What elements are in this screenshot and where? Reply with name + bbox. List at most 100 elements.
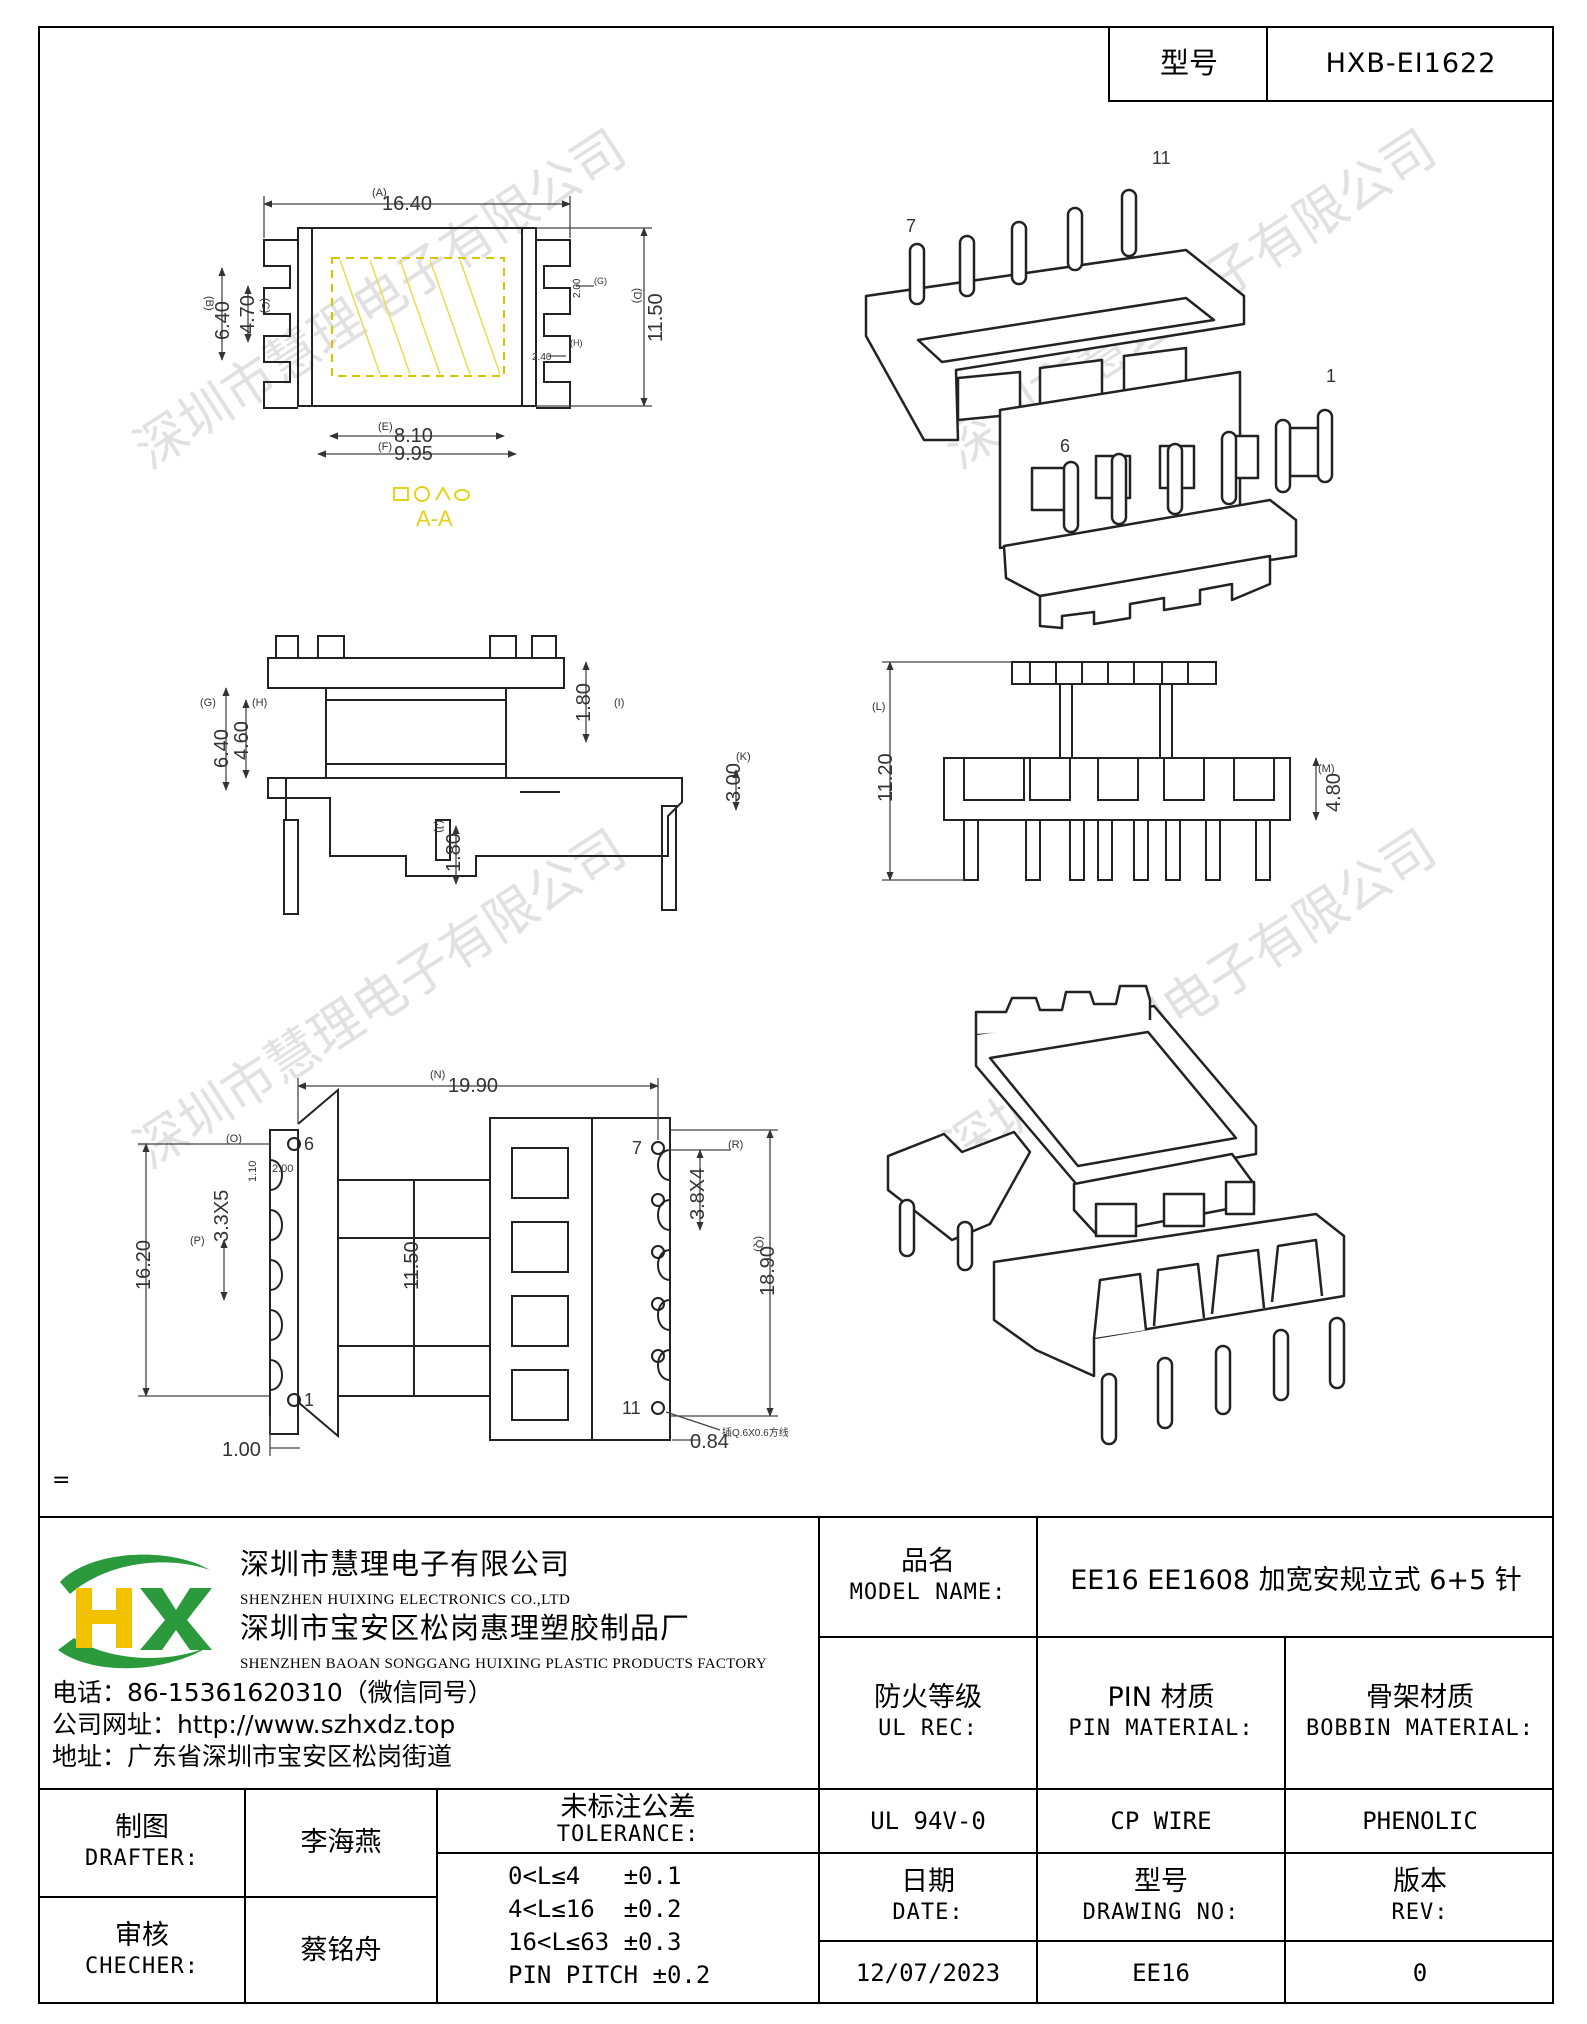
bottom-dim-r: 3.8X4 [687, 1168, 709, 1220]
drafter-en: DRAFTER: [85, 1846, 199, 1871]
bottom-pin-11: 11 [622, 1398, 641, 1418]
section-label: A-A [416, 506, 453, 531]
model-name-en: MODEL NAME: [849, 1580, 1007, 1605]
top-view-dims [218, 196, 652, 458]
bottom-dim-p-letter: (P) [190, 1235, 205, 1247]
rev-en: REV: [1391, 1900, 1449, 1925]
front-view-labels: (L) 11.20 (M) 4.80 [872, 701, 1345, 812]
tolerance-line-2: 4<L≤16 ±0.2 [508, 1895, 682, 1923]
drawing-no-header: 型号 DRAWING NO: [1038, 1854, 1284, 1940]
grid-v-4 [244, 1788, 246, 2004]
bottom-dim-o2: 2.00 [272, 1163, 293, 1175]
company-address: 地址：广东省深圳市宝安区松岗街道 [52, 1742, 453, 1771]
grid-v-1 [818, 1516, 820, 2004]
ul-value-cell: UL 94V-0 [820, 1790, 1036, 1852]
grid-h-4 [818, 1940, 1554, 1942]
dim-c-letter: (C) [259, 298, 271, 313]
bottom-pin-7: 7 [632, 1138, 642, 1158]
model-name-header: 品名 MODEL NAME: [820, 1518, 1036, 1636]
bobbin-value: PHENOLIC [1362, 1807, 1478, 1835]
dim-b-letter: (B) [203, 296, 215, 311]
dim-c: 4.70 [237, 295, 259, 334]
bottom-dim-n: 19.90 [448, 1075, 498, 1097]
bottom-pin-6: 6 [304, 1134, 314, 1154]
bottom-dim-r-letter: (R) [728, 1139, 743, 1151]
front-dim-m-letter: (M) [1318, 763, 1335, 775]
grid-h-3 [436, 1852, 1554, 1854]
dim-f: 9.95 [394, 443, 433, 465]
bottom-pin-1: 1 [304, 1390, 314, 1410]
bottom-view-dims [138, 1078, 778, 1456]
dim-e-letter: (E) [378, 421, 393, 433]
drafter-value: 李海燕 [300, 1827, 382, 1858]
company-name-cn: 深圳市慧理电子有限公司 [240, 1547, 571, 1581]
tolerance-list: 0<L≤4 ±0.1 4<L≤16 ±0.2 16<L≤63 ±0.3 PIN … [508, 1860, 710, 1992]
side-dim-i: 1.80 [573, 683, 595, 722]
date-header: 日期 DATE: [820, 1854, 1036, 1940]
model-name-value: EE16 EE1608 加宽安规立式 6+5 针 [1070, 1564, 1522, 1596]
bobbin-material-header: 骨架材质 BOBBIN MATERIAL: [1286, 1638, 1554, 1788]
top-view-labels: (A) 16.40 (B) 6.40 (C) 4.70 (D) 11.50 (E… [203, 187, 667, 531]
drafter-header: 制图 DRAFTER: [40, 1790, 244, 1896]
section-symbols [393, 486, 470, 502]
ul-rec-header: 防火等级 UL REC: [820, 1638, 1036, 1788]
rev-header: 版本 REV: [1286, 1854, 1554, 1940]
front-dim-l: 11.20 [875, 753, 897, 802]
dim-g-letter: (G) [594, 276, 607, 286]
dim-f-letter: (F) [378, 441, 392, 453]
front-dim-m: 4.80 [1323, 773, 1345, 812]
drafter-cn: 制图 [115, 1812, 169, 1843]
tolerance-line-4: PIN PITCH ±0.2 [508, 1961, 711, 1989]
grid-v-3 [1284, 1636, 1286, 2004]
drawing-no-value: EE16 [1132, 1959, 1190, 1987]
watermark-3: 深圳市慧理电子有限公司 [125, 820, 636, 1180]
tolerance-header: 未标注公差 TOLERANCE: [438, 1790, 818, 1852]
front-view-dims [882, 661, 1320, 881]
grid-v-5 [436, 1788, 438, 2004]
bottom-dim-p: 3.3X5 [211, 1190, 233, 1242]
drafter-value-cell: 李海燕 [246, 1790, 436, 1896]
watermark-group: 深圳市慧理电子有限公司 深圳市慧理电子有限公司 深圳市慧理电子有限公司 深圳市慧… [125, 120, 1446, 1180]
bottom-dim-q: 18.90 [757, 1246, 779, 1296]
dim-e: 8.10 [394, 425, 433, 447]
factory-name-en: SHENZHEN BAOAN SONGGANG HUIXING PLASTIC … [240, 1656, 768, 1672]
factory-name-cn: 深圳市宝安区松岗惠理塑胶制品厂 [240, 1611, 691, 1645]
bottom-note: 插Q.6X0.6方线 [722, 1426, 789, 1439]
drawing-no-value-cell: EE16 [1038, 1942, 1284, 2004]
rev-value-cell: 0 [1286, 1942, 1554, 2004]
pin-label-7: 7 [906, 216, 916, 236]
bottom-dim-t: 16.20 [133, 1240, 155, 1290]
pin-value-cell: CP WIRE [1038, 1790, 1284, 1852]
bottom-dim-n-letter: (N) [430, 1069, 445, 1081]
front-view [943, 661, 1291, 881]
model-name-cn: 品名 [901, 1546, 955, 1577]
checker-value-cell: 蔡铭舟 [246, 1898, 436, 2004]
hx-logo-icon [58, 1554, 212, 1669]
ul-rec-cn: 防火等级 [874, 1682, 982, 1713]
checker-value: 蔡铭舟 [300, 1935, 382, 1966]
iso-view-1-pin-labels: 11 7 1 6 [906, 148, 1336, 456]
checker-en: CHECHER: [85, 1954, 199, 1979]
title-block-top-line [38, 1516, 1554, 1518]
side-dim-h: 4.60 [231, 721, 253, 760]
date-cn: 日期 [901, 1866, 955, 1897]
tolerance-en: TOLERANCE: [556, 1822, 700, 1847]
company-name-en: SHENZHEN HUIXING ELECTRONICS CO.,LTD [240, 1592, 571, 1608]
tolerance-line-3: 16<L≤63 ±0.3 [508, 1928, 682, 1956]
iso-view-1 [864, 248, 1326, 630]
drawing-no-cn: 型号 [1134, 1866, 1188, 1897]
equals-mark: = [52, 1468, 71, 1493]
header-model-value: HXB-EI1622 [1266, 26, 1554, 102]
side-dim-h-letter: (H) [252, 697, 267, 709]
date-value: 12/07/2023 [855, 1959, 1001, 1987]
bottom-dim-s: 11.50 [401, 1241, 423, 1290]
dim-h: 2.40 [532, 352, 552, 363]
bottom-view-labels: (N) 19.90 (O) 1.10 2.00 (P) 3.3X5 16.20 … [133, 1069, 789, 1461]
pin-material-header: PIN 材质 PIN MATERIAL: [1038, 1638, 1284, 1788]
drawing-no-en: DRAWING NO: [1082, 1900, 1240, 1925]
drawing-frame [38, 26, 1554, 2004]
header-model-label: 型号 [1108, 26, 1268, 102]
pin-material-cn: PIN 材质 [1107, 1682, 1215, 1713]
grid-h-5 [38, 1896, 436, 1898]
pin-label-1: 1 [1326, 366, 1336, 386]
